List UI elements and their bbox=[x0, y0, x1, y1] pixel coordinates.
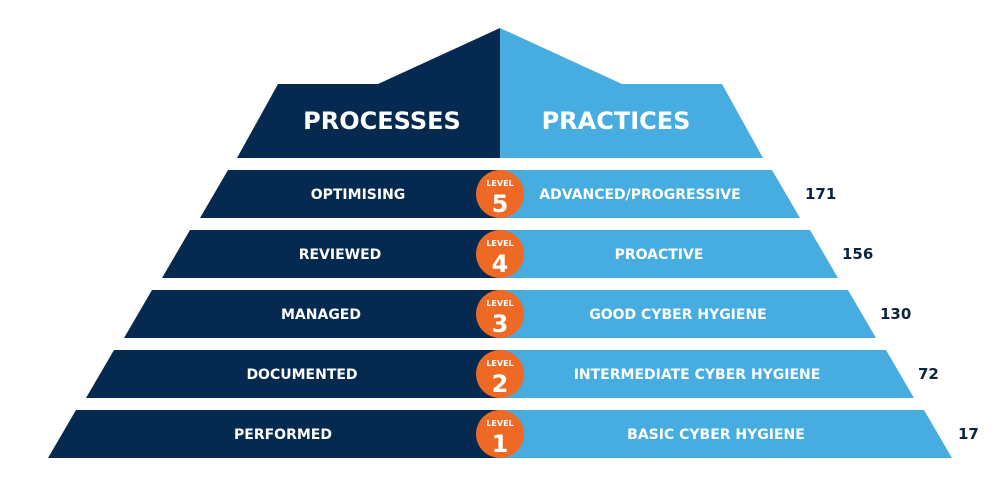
level-badge: LEVEL 1 bbox=[476, 410, 524, 458]
badge-label: LEVEL bbox=[486, 419, 513, 428]
badge-number: 2 bbox=[492, 370, 509, 398]
practice-band bbox=[500, 290, 876, 338]
process-label: REVIEWED bbox=[299, 247, 382, 263]
practices-header-shape bbox=[500, 28, 763, 158]
badge-label: LEVEL bbox=[486, 239, 513, 248]
process-band bbox=[200, 170, 500, 218]
level-badge: LEVEL 2 bbox=[476, 350, 524, 398]
badge-label: LEVEL bbox=[486, 359, 513, 368]
badge-circle bbox=[476, 290, 524, 338]
practice-label: ADVANCED/PROGRESSIVE bbox=[539, 187, 740, 203]
process-band bbox=[124, 290, 500, 338]
practice-label: BASIC CYBER HYGIENE bbox=[627, 427, 805, 443]
level-badge: LEVEL 5 bbox=[476, 170, 524, 218]
badge-circle bbox=[476, 350, 524, 398]
tier-level-5: OPTIMISING ADVANCED/PROGRESSIVE 171 LEVE… bbox=[200, 170, 836, 218]
practice-label: INTERMEDIATE CYBER HYGIENE bbox=[574, 367, 821, 383]
tier-level-4: REVIEWED PROACTIVE 156 LEVEL 4 bbox=[162, 230, 873, 278]
practice-band bbox=[500, 350, 914, 398]
process-band bbox=[48, 410, 500, 458]
practice-label: PROACTIVE bbox=[615, 247, 704, 263]
process-band bbox=[86, 350, 500, 398]
badge-circle bbox=[476, 410, 524, 458]
badge-number: 3 bbox=[492, 310, 509, 338]
practice-label: GOOD CYBER HYGIENE bbox=[589, 307, 767, 323]
practice-count: 72 bbox=[918, 365, 939, 383]
badge-number: 5 bbox=[492, 190, 509, 218]
practice-count: 156 bbox=[842, 245, 873, 263]
process-label: PERFORMED bbox=[234, 427, 332, 443]
tier-level-2: DOCUMENTED INTERMEDIATE CYBER HYGIENE 72… bbox=[86, 350, 939, 398]
process-label: OPTIMISING bbox=[311, 187, 406, 203]
process-label: MANAGED bbox=[281, 307, 361, 323]
badge-label: LEVEL bbox=[486, 179, 513, 188]
practice-band bbox=[500, 230, 838, 278]
practice-band bbox=[500, 410, 952, 458]
badge-label: LEVEL bbox=[486, 299, 513, 308]
badge-circle bbox=[476, 230, 524, 278]
level-badge: LEVEL 4 bbox=[476, 230, 524, 278]
tier-level-1: PERFORMED BASIC CYBER HYGIENE 17 LEVEL 1 bbox=[48, 410, 979, 458]
practice-count: 171 bbox=[805, 185, 836, 203]
practices-title: PRACTICES bbox=[542, 107, 691, 135]
level-badge: LEVEL 3 bbox=[476, 290, 524, 338]
pyramid-top: PROCESSES PRACTICES bbox=[237, 28, 763, 158]
badge-circle bbox=[476, 170, 524, 218]
practice-count: 130 bbox=[880, 305, 911, 323]
process-label: DOCUMENTED bbox=[246, 367, 357, 383]
badge-number: 1 bbox=[492, 430, 509, 458]
practice-band bbox=[500, 170, 800, 218]
process-band bbox=[162, 230, 500, 278]
tier-level-3: MANAGED GOOD CYBER HYGIENE 130 LEVEL 3 bbox=[124, 290, 911, 338]
processes-title: PROCESSES bbox=[303, 107, 461, 135]
badge-number: 4 bbox=[492, 250, 509, 278]
processes-header-shape bbox=[237, 28, 500, 158]
practice-count: 17 bbox=[958, 425, 979, 443]
